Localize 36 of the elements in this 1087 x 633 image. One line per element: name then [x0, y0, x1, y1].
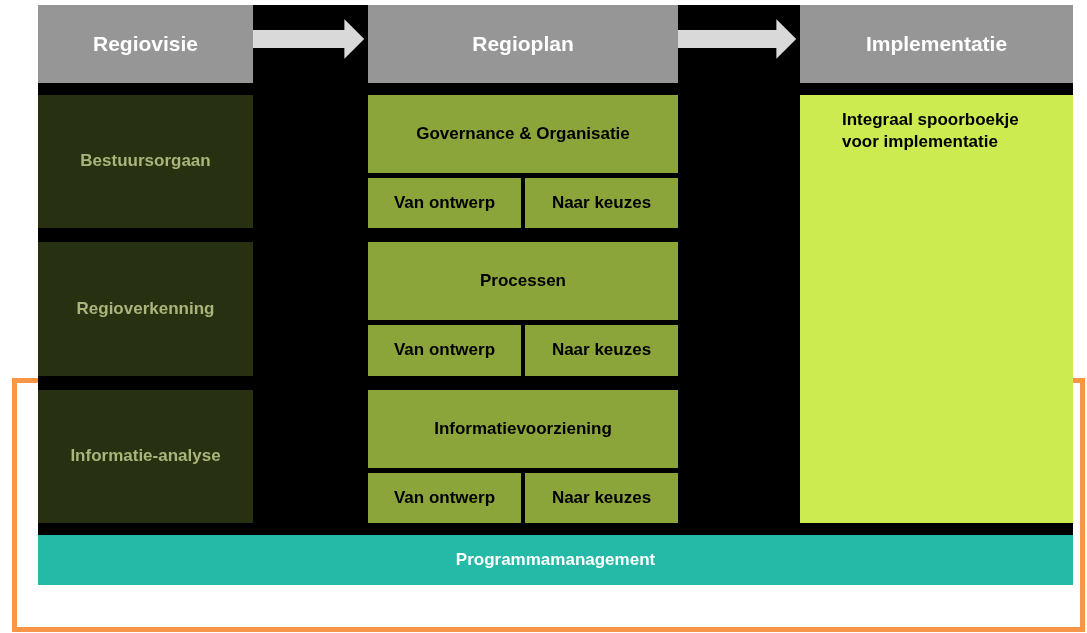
box-label: Naar keuzes: [551, 486, 652, 509]
box-label: Van ontwerp: [393, 191, 496, 214]
plan-box: [525, 178, 678, 228]
box-label: Implementatie: [865, 31, 1008, 58]
topic-box: [38, 95, 253, 228]
box-label: Informatie-analyse: [70, 445, 221, 468]
phase-header: [38, 5, 253, 83]
box-label: Naar keuzes: [551, 339, 652, 362]
box-label: Programmamanagement: [455, 548, 656, 571]
topic-box: [38, 390, 253, 523]
block-arrow: [678, 19, 797, 59]
box-label: Bestuursorgaan: [80, 150, 211, 173]
phase-header: [800, 5, 1073, 83]
plan-box: [525, 473, 678, 523]
box-label: Governance & Organisatie: [416, 122, 630, 145]
block-arrow: [253, 19, 365, 59]
plan-box: [368, 390, 678, 468]
box-label: Naar keuzes: [551, 191, 652, 214]
plan-box: [368, 473, 521, 523]
box-label: Processen: [480, 269, 566, 292]
plan-box: [368, 178, 521, 228]
phase-header: [368, 5, 678, 83]
box-label: Van ontwerp: [393, 339, 496, 362]
box-label: Integraal spoorboekje voor implementatie: [842, 109, 1020, 154]
box-label: Regioverkenning: [76, 297, 215, 320]
result-panel: [800, 95, 1073, 523]
program-band: [38, 535, 1073, 585]
box-label: Van ontwerp: [393, 486, 496, 509]
plan-box: [525, 325, 678, 376]
box-label: Regiovisie: [92, 31, 198, 58]
box-label: Regioplan: [472, 31, 574, 58]
box-label: Informatievoorziening: [434, 417, 612, 440]
plan-box: [368, 95, 678, 173]
plan-box: [368, 325, 521, 376]
topic-box: [38, 242, 253, 376]
plan-box: [368, 242, 678, 320]
